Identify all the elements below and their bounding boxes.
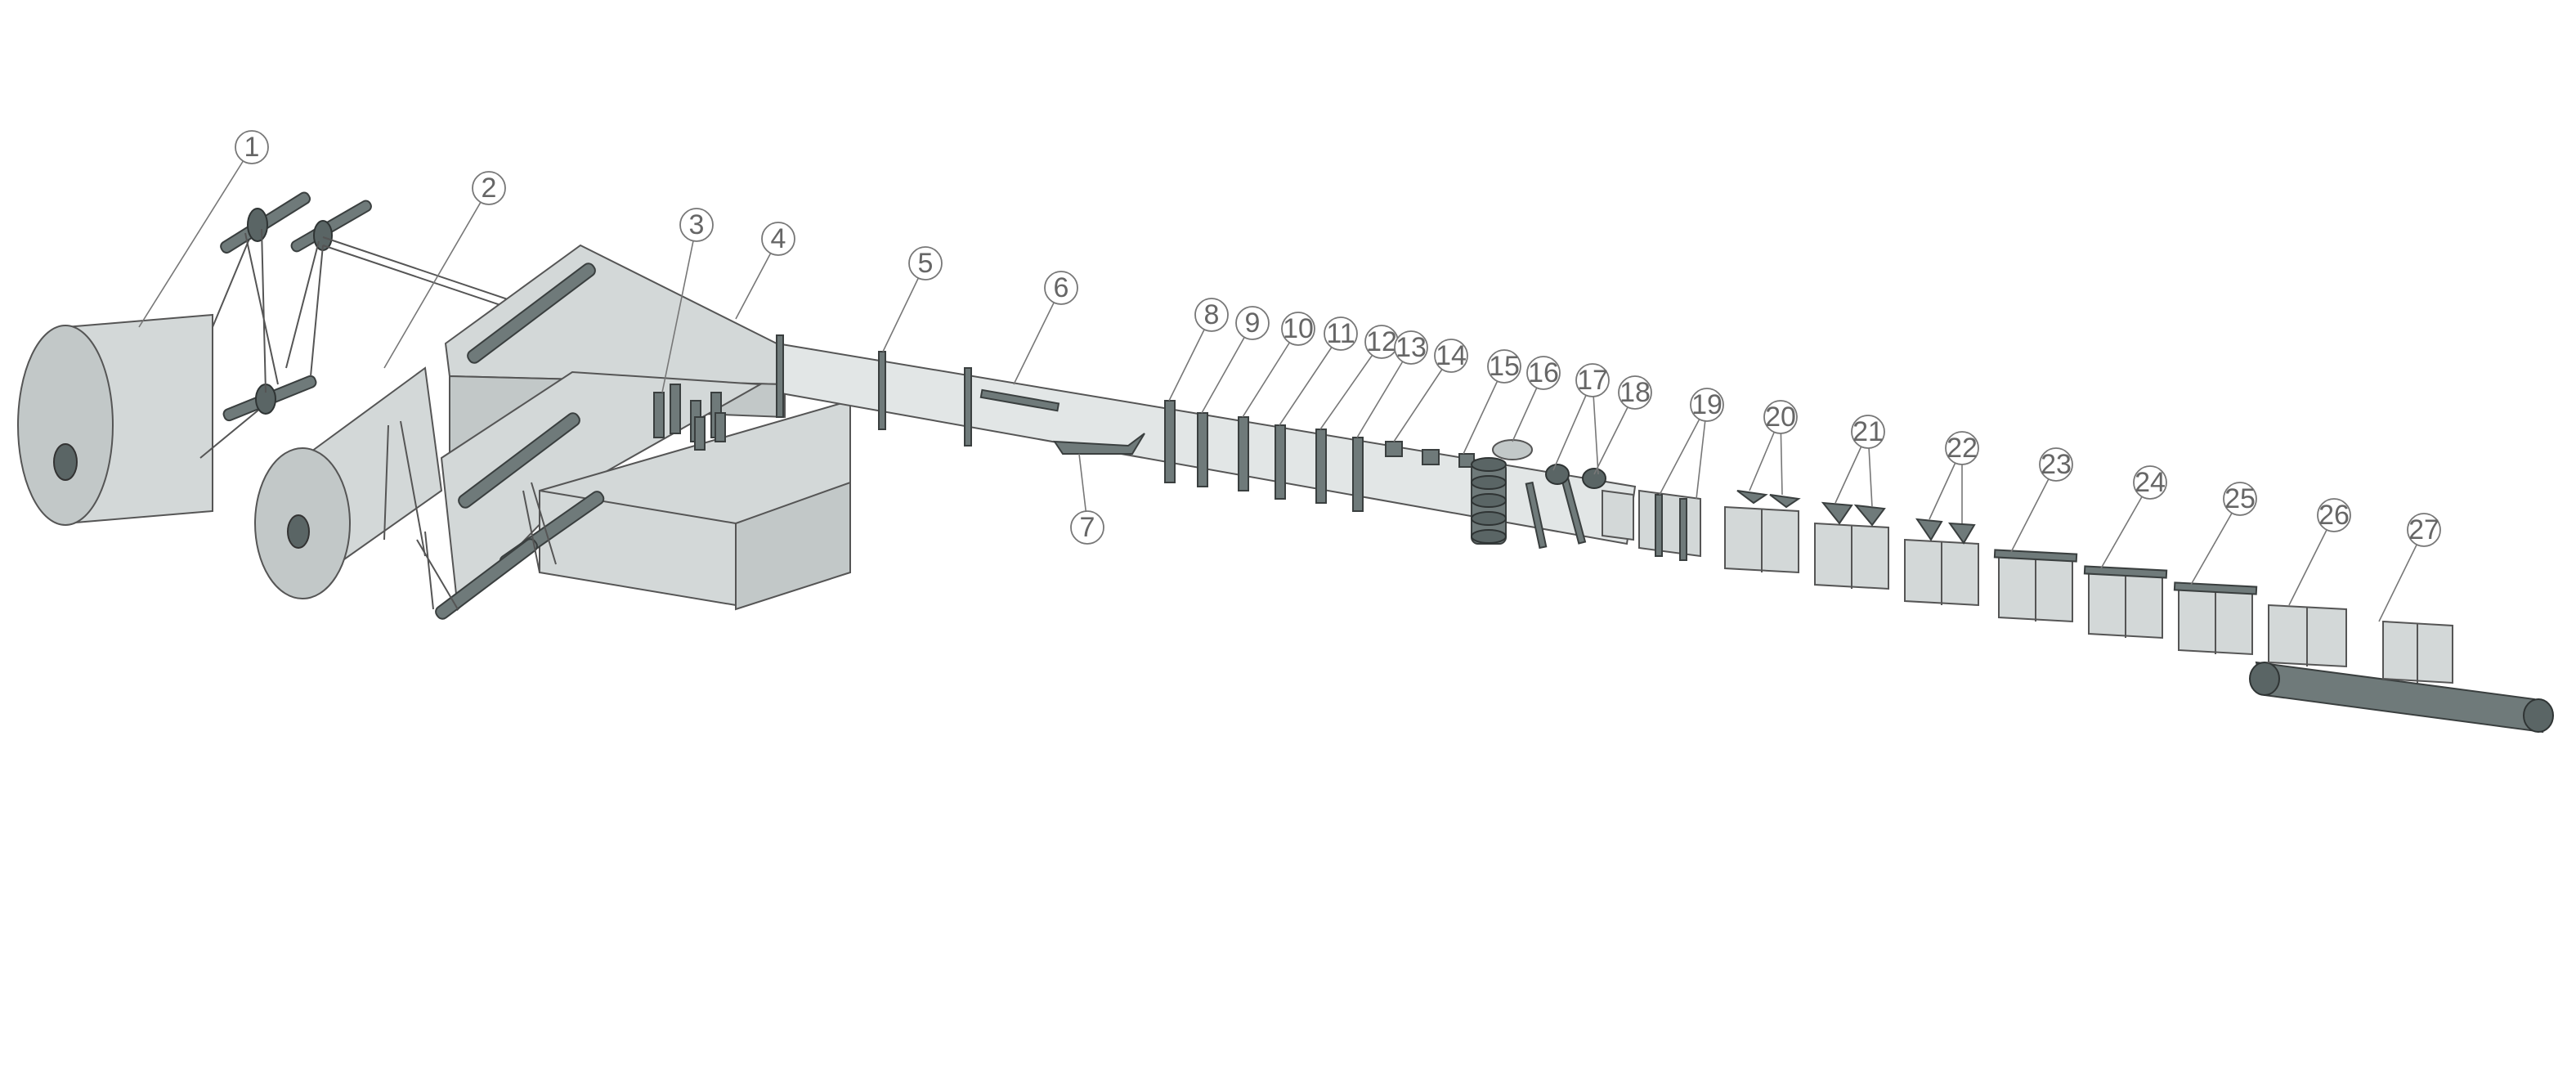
callout-16: 16: [1526, 356, 1561, 390]
callout-7: 7: [1070, 510, 1104, 545]
svg-text:20: 20: [1765, 402, 1796, 433]
callout-4: 4: [761, 222, 795, 256]
svg-text:6: 6: [1054, 272, 1069, 303]
svg-text:22: 22: [1947, 433, 1978, 464]
filling-stations: [1724, 490, 1979, 607]
callout-9: 9: [1235, 306, 1270, 340]
callout-14: 14: [1434, 339, 1468, 373]
callout-11: 11: [1324, 316, 1358, 351]
callout-6: 6: [1044, 271, 1078, 305]
callout-23: 23: [2039, 447, 2073, 482]
separator-station: [1602, 489, 1701, 561]
callout-20: 20: [1763, 400, 1798, 434]
callout-18: 18: [1618, 375, 1652, 410]
svg-text:25: 25: [2224, 483, 2256, 514]
svg-text:15: 15: [1489, 351, 1520, 382]
callout-25: 25: [2223, 482, 2257, 516]
callout-24: 24: [2133, 465, 2167, 500]
output-conveyor: [2249, 604, 2554, 734]
rotary-cutter-stack: [1471, 439, 1533, 545]
svg-text:19: 19: [1691, 389, 1723, 420]
longitudinal-sealer: [979, 388, 1060, 412]
callout-3: 3: [679, 208, 714, 242]
callout-12: 12: [1364, 325, 1399, 359]
svg-text:4: 4: [771, 223, 786, 254]
callout-27: 27: [2407, 513, 2441, 547]
svg-text:14: 14: [1436, 340, 1467, 371]
svg-text:24: 24: [2135, 467, 2166, 498]
guide-rollers-1: [220, 191, 786, 422]
svg-text:13: 13: [1396, 332, 1427, 363]
actuator-cluster: [653, 384, 726, 451]
guide-bars: [776, 334, 972, 447]
callout-17: 17: [1575, 363, 1610, 397]
callout-21: 21: [1851, 415, 1885, 449]
svg-text:11: 11: [1326, 318, 1355, 349]
svg-text:10: 10: [1283, 313, 1314, 344]
callout-5: 5: [908, 246, 943, 280]
callout-8: 8: [1194, 298, 1229, 332]
callout-10: 10: [1281, 312, 1315, 346]
callout-15: 15: [1487, 349, 1521, 384]
svg-text:27: 27: [2408, 514, 2439, 545]
svg-text:21: 21: [1852, 416, 1884, 447]
svg-text:3: 3: [689, 209, 705, 240]
svg-text:18: 18: [1620, 377, 1651, 408]
callout-13: 13: [1394, 330, 1428, 365]
svg-text:12: 12: [1366, 326, 1397, 357]
svg-text:9: 9: [1245, 307, 1261, 339]
svg-text:1: 1: [244, 132, 260, 163]
svg-text:23: 23: [2041, 449, 2072, 480]
film-roll-1: [17, 228, 271, 526]
callout-19: 19: [1690, 388, 1724, 422]
lower-clamp: [1053, 433, 1145, 455]
svg-text:26: 26: [2318, 500, 2350, 531]
callout-26: 26: [2317, 498, 2351, 532]
svg-text:16: 16: [1528, 357, 1559, 388]
svg-text:17: 17: [1577, 365, 1608, 396]
callout-22: 22: [1945, 431, 1979, 465]
callout-2: 2: [472, 171, 506, 205]
callout-1: 1: [235, 130, 269, 164]
cross-sealers: [1993, 549, 2258, 656]
vertical-plates: [1164, 400, 1364, 512]
punch-blocks: [1385, 441, 1475, 468]
svg-text:5: 5: [918, 248, 934, 279]
forming-section: [383, 244, 851, 620]
svg-text:7: 7: [1080, 512, 1095, 543]
film-roll-2: [254, 366, 443, 599]
svg-text:2: 2: [482, 173, 497, 204]
svg-text:8: 8: [1204, 299, 1220, 330]
cutting-arms: [1525, 464, 1606, 550]
callouts: 1 2 3 4 5 6 7 8 9 10 11 12 13 14 15 16 1…: [235, 130, 2441, 547]
